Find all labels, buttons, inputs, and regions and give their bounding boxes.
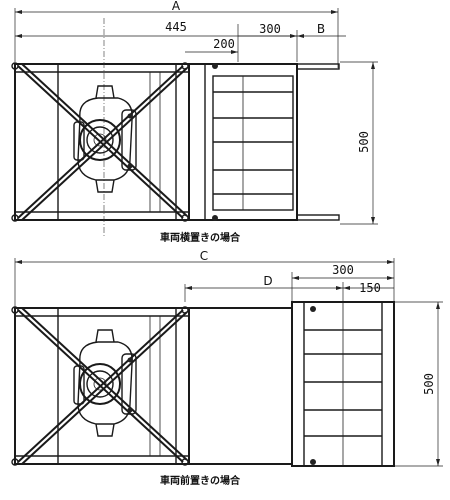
dim-b-label: B — [317, 22, 325, 36]
dimension-300-b: 300 B — [237, 22, 346, 40]
connector-frame-bottom — [189, 307, 292, 465]
bottom-view: C 300 D 150 500 — [11, 249, 443, 487]
dimension-c: C — [14, 249, 395, 312]
dimension-500-top: 500 — [340, 61, 378, 225]
dim-a-label: A — [172, 0, 181, 13]
engine-assembly-top — [73, 18, 137, 236]
dim-d-label: D — [263, 274, 272, 288]
dim-300-label: 300 — [259, 22, 281, 36]
dim-200-label: 200 — [213, 37, 235, 51]
trailer-platform-bottom — [291, 301, 395, 467]
dim-445-label: 445 — [165, 20, 187, 34]
top-view: A 445 300 B 200 — [11, 0, 378, 244]
dimension-a: A — [14, 0, 339, 68]
dim-150-label: 150 — [359, 281, 381, 295]
vehicle-frame-bottom — [11, 306, 190, 466]
dimension-500-bottom: 500 — [394, 301, 443, 467]
caption-front-placement: 車両前置きの場合 — [160, 474, 241, 487]
dim-500-top-label: 500 — [357, 131, 371, 153]
dimension-200: 200 — [185, 37, 239, 62]
dim-300-bottom-label: 300 — [332, 263, 354, 277]
dim-c-label: C — [200, 249, 208, 263]
engine-assembly-bottom — [73, 329, 137, 437]
dimension-300-bottom: 300 — [291, 263, 394, 302]
trailer-platform-top — [188, 63, 340, 221]
caption-side-placement: 車両横置きの場合 — [160, 231, 241, 244]
dim-500-bottom-label: 500 — [422, 373, 436, 395]
dimension-445: 445 — [15, 20, 298, 62]
dimension-d-150: D 150 — [184, 274, 394, 302]
